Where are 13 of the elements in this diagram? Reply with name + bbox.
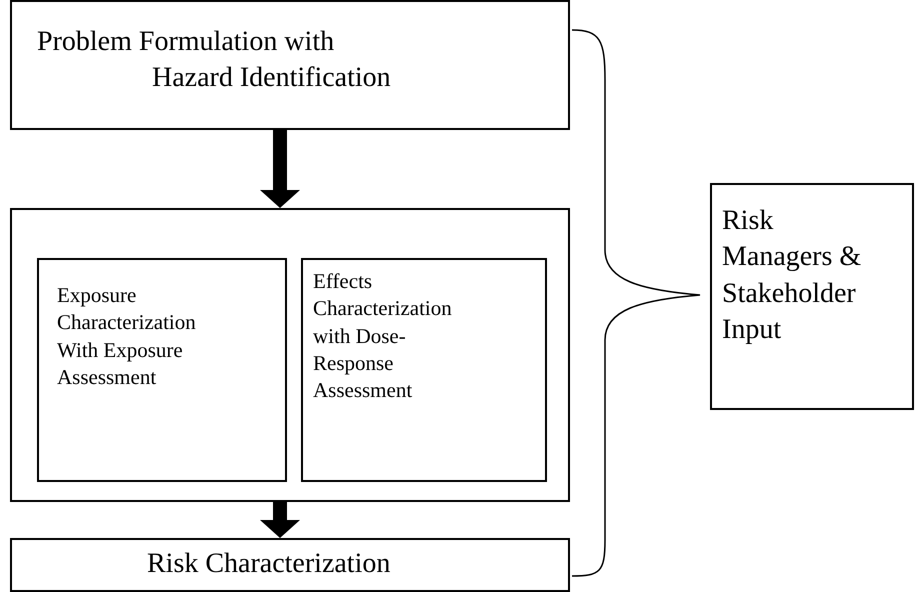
box-label: Effects Characterization with Dose-Response Assessment [313,268,453,404]
block-arrow [260,130,300,208]
box-label: Problem Formulation with Hazard Identification [37,25,392,96]
process-box [10,538,570,592]
group-box [10,208,570,502]
process-box [37,258,287,482]
process-box [301,258,547,482]
process-box [710,183,914,410]
block-arrow [260,502,300,538]
box-label: Exposure Characterization With Exposure Assessment [57,282,197,391]
box-label: Risk Managers & Stakeholder Input [722,204,862,348]
process-box [10,0,570,130]
box-label: Risk Characterization [147,547,392,581]
